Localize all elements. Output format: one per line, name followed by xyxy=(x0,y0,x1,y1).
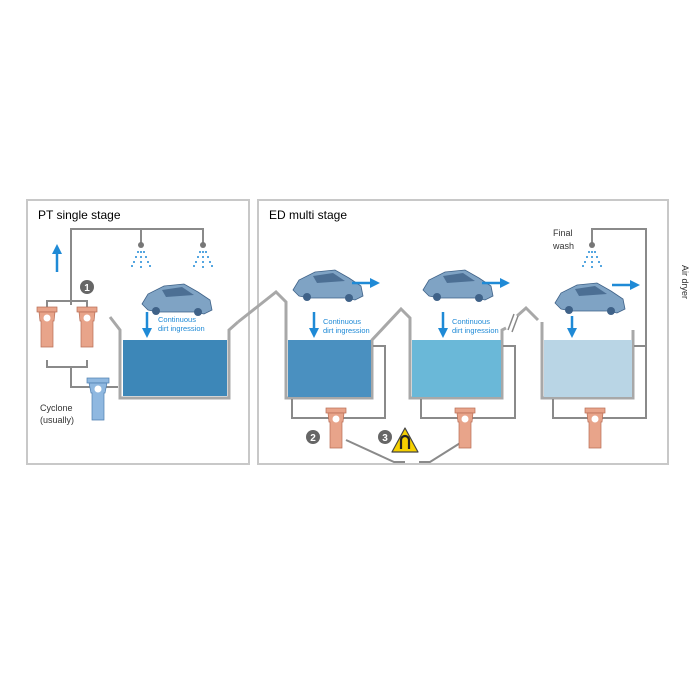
ed-tank-2 xyxy=(412,340,501,397)
magnet-warning-icon xyxy=(391,427,419,453)
spray-icon xyxy=(193,251,213,268)
pt-tank xyxy=(108,316,239,400)
final-wash-label: Final xyxy=(553,228,573,238)
ingress-label: Continuous xyxy=(158,315,196,324)
cyclone-icon xyxy=(86,377,110,421)
filter-icon xyxy=(584,407,606,449)
badge-1 xyxy=(80,280,94,294)
ingress-label: dirt ingression xyxy=(452,326,499,335)
final-wash-label: wash xyxy=(552,241,574,251)
filter-icon xyxy=(454,407,476,449)
up-arrow-icon xyxy=(52,244,62,272)
ed-title: ED multi stage xyxy=(269,208,347,222)
ed-tank-1 xyxy=(288,340,371,397)
nozzle-icon xyxy=(138,242,144,248)
cyclone-label-note: (usually) xyxy=(40,415,74,425)
ed-panel xyxy=(257,199,669,465)
badge-1-label: 1 xyxy=(84,283,90,294)
ed-pipes xyxy=(291,228,647,463)
pipe-break-icon xyxy=(507,313,519,333)
badge-3-label: 3 xyxy=(382,433,388,444)
badge-2 xyxy=(306,430,320,444)
car-icon xyxy=(422,269,494,303)
car-icon xyxy=(141,283,213,317)
nozzle-icon xyxy=(200,242,206,248)
car-icon xyxy=(554,282,626,316)
badge-3 xyxy=(378,430,392,444)
car-icon xyxy=(292,269,364,303)
filter-icon xyxy=(325,407,347,449)
spray-icon xyxy=(582,251,602,268)
filter-icon xyxy=(36,306,58,348)
ingress-label: Continuous xyxy=(323,317,361,326)
badge-2-label: 2 xyxy=(310,433,316,444)
nozzle-icon xyxy=(589,242,595,248)
pt-title: PT single stage xyxy=(38,208,121,222)
down-arrow-icon xyxy=(142,312,152,338)
pt-panel xyxy=(26,199,250,465)
tank-overflow-walls xyxy=(237,289,635,400)
ingress-label: dirt ingression xyxy=(158,324,205,333)
cyclone-label: Cyclone xyxy=(40,403,73,413)
right-arrow-icons xyxy=(352,278,640,290)
air-dryer-label: Air dryer xyxy=(680,265,690,299)
filter-icon xyxy=(76,306,98,348)
down-arrow-icons xyxy=(309,312,577,338)
ingress-label: Continuous xyxy=(452,317,490,326)
spray-icon xyxy=(131,251,151,268)
ingress-label: dirt ingression xyxy=(323,326,370,335)
pt-pipes xyxy=(46,228,204,388)
ed-tank-3 xyxy=(544,340,632,397)
